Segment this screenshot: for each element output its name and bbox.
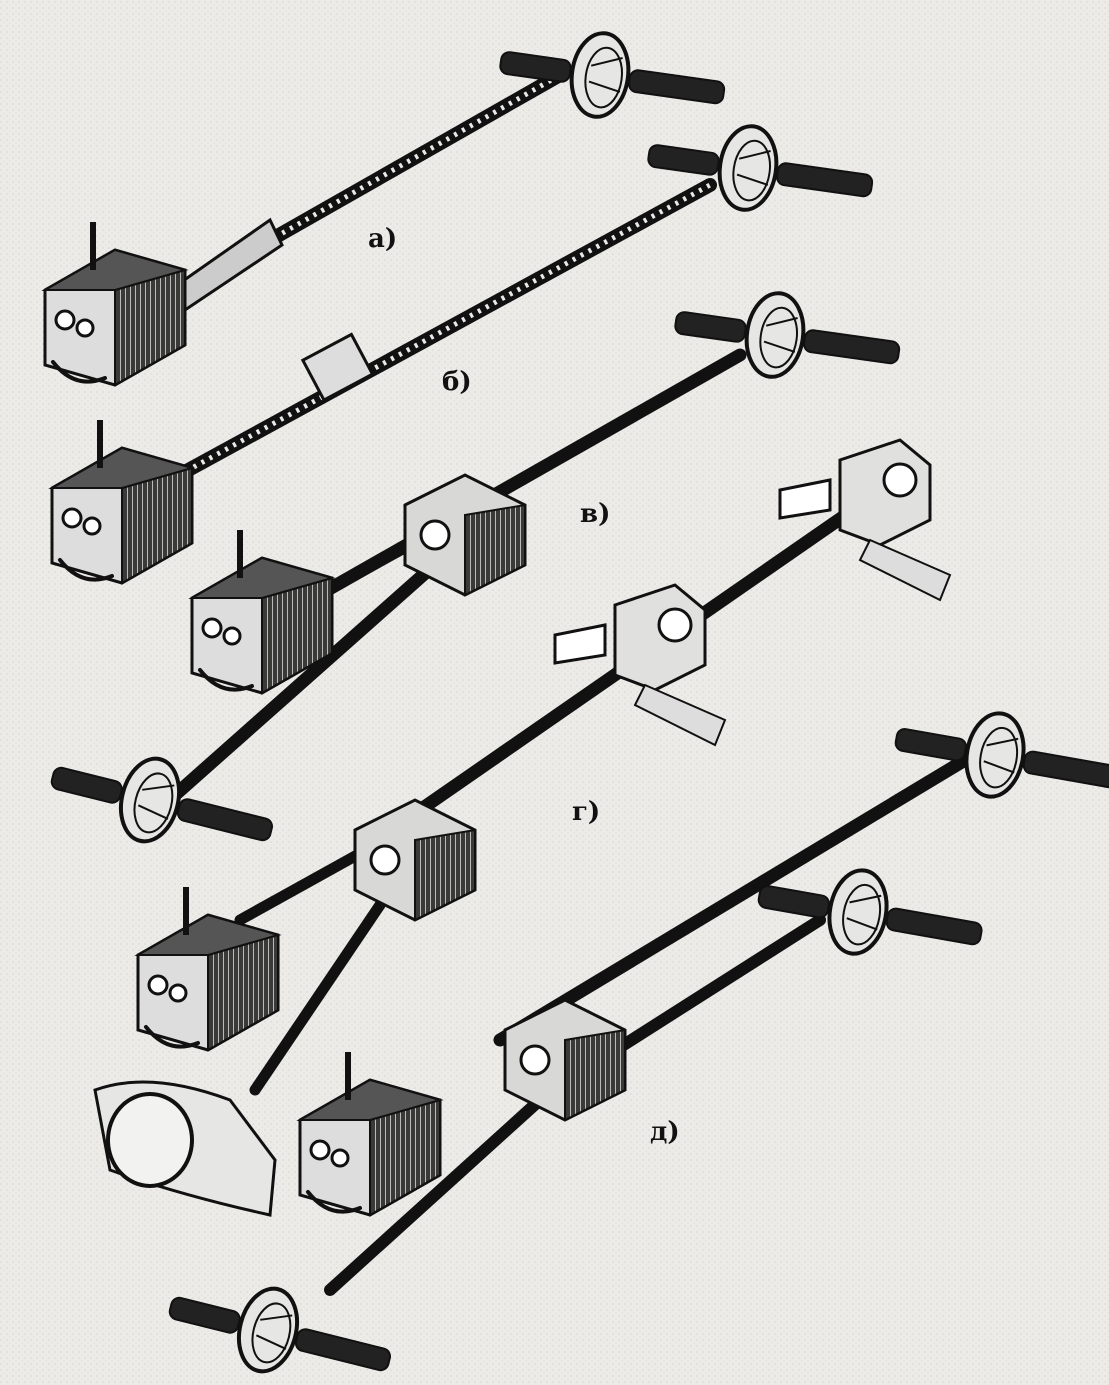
scheme-v [40, 277, 907, 873]
shaft-g-front-axle [249, 899, 386, 1096]
label-d: д) [650, 1117, 680, 1147]
scheme-b [52, 110, 880, 583]
intermediate-support-b [300, 332, 375, 403]
front-axle-g [93, 1080, 277, 1217]
label-a: а) [368, 224, 397, 254]
label-b: б) [442, 367, 472, 397]
label-v: в) [580, 499, 610, 529]
shaft-v-front [168, 553, 447, 802]
shaft-d-rear-1 [493, 753, 972, 1047]
shaft-d-rear-2 [594, 914, 826, 1066]
label-g: г) [572, 797, 600, 827]
shaft-d-front [324, 1094, 546, 1296]
scheme-a [45, 17, 732, 385]
scheme-g [93, 438, 952, 1217]
scheme-d [158, 694, 1109, 1385]
